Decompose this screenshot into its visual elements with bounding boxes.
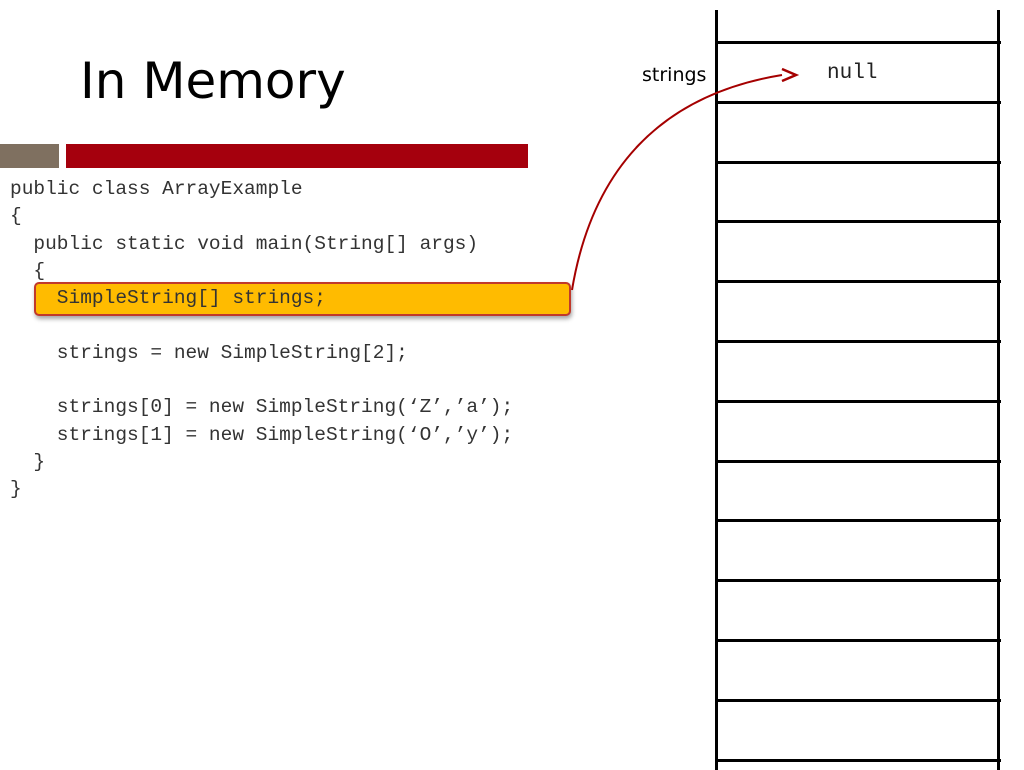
memory-cell-divider (715, 699, 1001, 702)
memory-left-rail (715, 10, 718, 770)
memory-cell-divider (715, 759, 1001, 762)
arrow-curve (571, 74, 783, 291)
memory-cell-divider (715, 41, 1001, 44)
code-line: } (10, 450, 46, 473)
memory-cell-divider (715, 519, 1001, 522)
arrow-head (781, 67, 800, 83)
code-line: public static void main(String[] args) (10, 232, 479, 255)
code-line: strings[1] = new SimpleString(‘O’,’y’); (10, 423, 514, 446)
memory-cell-divider (715, 161, 1001, 164)
title-underline-gray (0, 144, 59, 168)
memory-cell-value: null (827, 62, 878, 85)
memory-cell-divider (715, 460, 1001, 463)
memory-right-rail (997, 10, 1000, 770)
code-line: strings = new SimpleString[2]; (10, 341, 408, 364)
memory-cell-divider (715, 101, 1001, 104)
code-line: } (10, 478, 22, 501)
code-line: { (10, 205, 22, 228)
memory-variable-label: strings (642, 64, 707, 86)
code-line: { (10, 259, 46, 282)
code-line: public class ArrayExample (10, 178, 303, 200)
title-underline-red (66, 144, 528, 168)
memory-cell-divider (715, 639, 1001, 642)
code-line: strings[0] = new SimpleString(‘Z’,’a’); (10, 396, 514, 419)
code-line-highlighted: SimpleString[] strings; (10, 287, 326, 310)
memory-cell-divider (715, 579, 1001, 582)
memory-cell-divider (715, 340, 1001, 343)
slide-title: In Memory (80, 52, 346, 110)
memory-cell-divider (715, 400, 1001, 403)
memory-cell-divider (715, 280, 1001, 283)
code-highlight (34, 282, 571, 316)
code-block: public class ArrayExample { public static… (10, 176, 513, 504)
memory-cell-divider (715, 220, 1001, 223)
